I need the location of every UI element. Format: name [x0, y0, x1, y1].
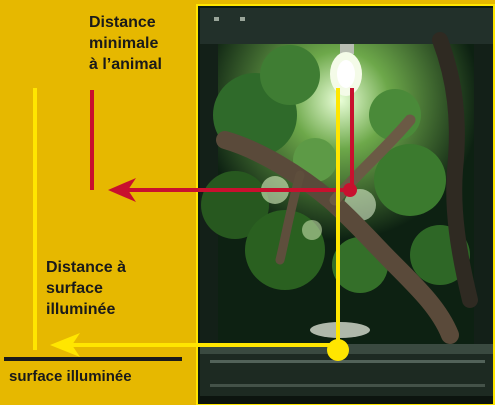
min-distance-label: Distance minimale à l’animal [89, 12, 162, 75]
surface-distance-label: Distance à surface illuminée [46, 257, 126, 320]
surface-label: surface illuminée [9, 366, 132, 387]
